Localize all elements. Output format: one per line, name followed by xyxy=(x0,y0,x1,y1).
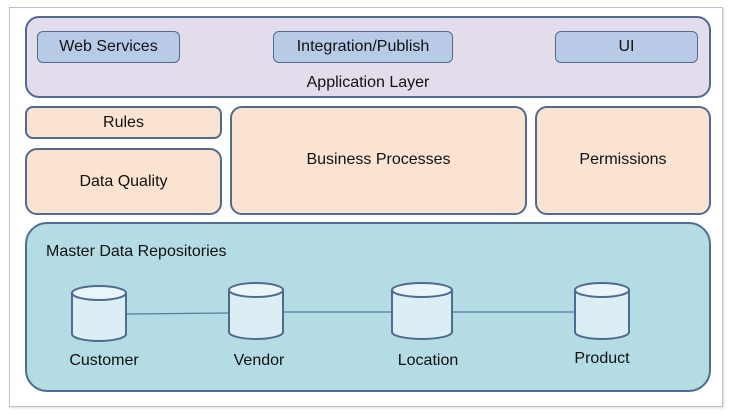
vendor-database-icon xyxy=(228,282,284,340)
data-quality-box: Data Quality xyxy=(25,148,222,215)
permissions-label: Permissions xyxy=(579,151,667,168)
master-data-repositories-title: Master Data Repositories xyxy=(46,243,227,260)
ui-box: UI xyxy=(555,31,698,63)
location-database-icon xyxy=(391,282,453,340)
customer-database-icon xyxy=(71,285,127,342)
customer-label: Customer xyxy=(69,352,139,369)
product-label: Product xyxy=(574,350,630,367)
vendor-label: Vendor xyxy=(233,352,285,369)
rules-box: Rules xyxy=(25,106,222,139)
data-quality-label: Data Quality xyxy=(79,172,168,190)
web-services-label: Web Services xyxy=(59,38,158,55)
permissions-box: Permissions xyxy=(535,106,711,215)
business-processes-box: Business Processes xyxy=(230,106,527,215)
rules-label: Rules xyxy=(103,113,144,131)
location-label: Location xyxy=(397,352,459,369)
business-processes-label: Business Processes xyxy=(306,151,451,168)
link-customer-vendor xyxy=(125,312,230,315)
web-services-box: Web Services xyxy=(37,31,180,63)
integration-publish-label: Integration/Publish xyxy=(296,38,430,55)
ui-label: UI xyxy=(618,38,635,55)
application-layer-title: Application Layer xyxy=(306,74,430,91)
integration-publish-box: Integration/Publish xyxy=(273,31,453,63)
product-database-icon xyxy=(574,282,630,340)
